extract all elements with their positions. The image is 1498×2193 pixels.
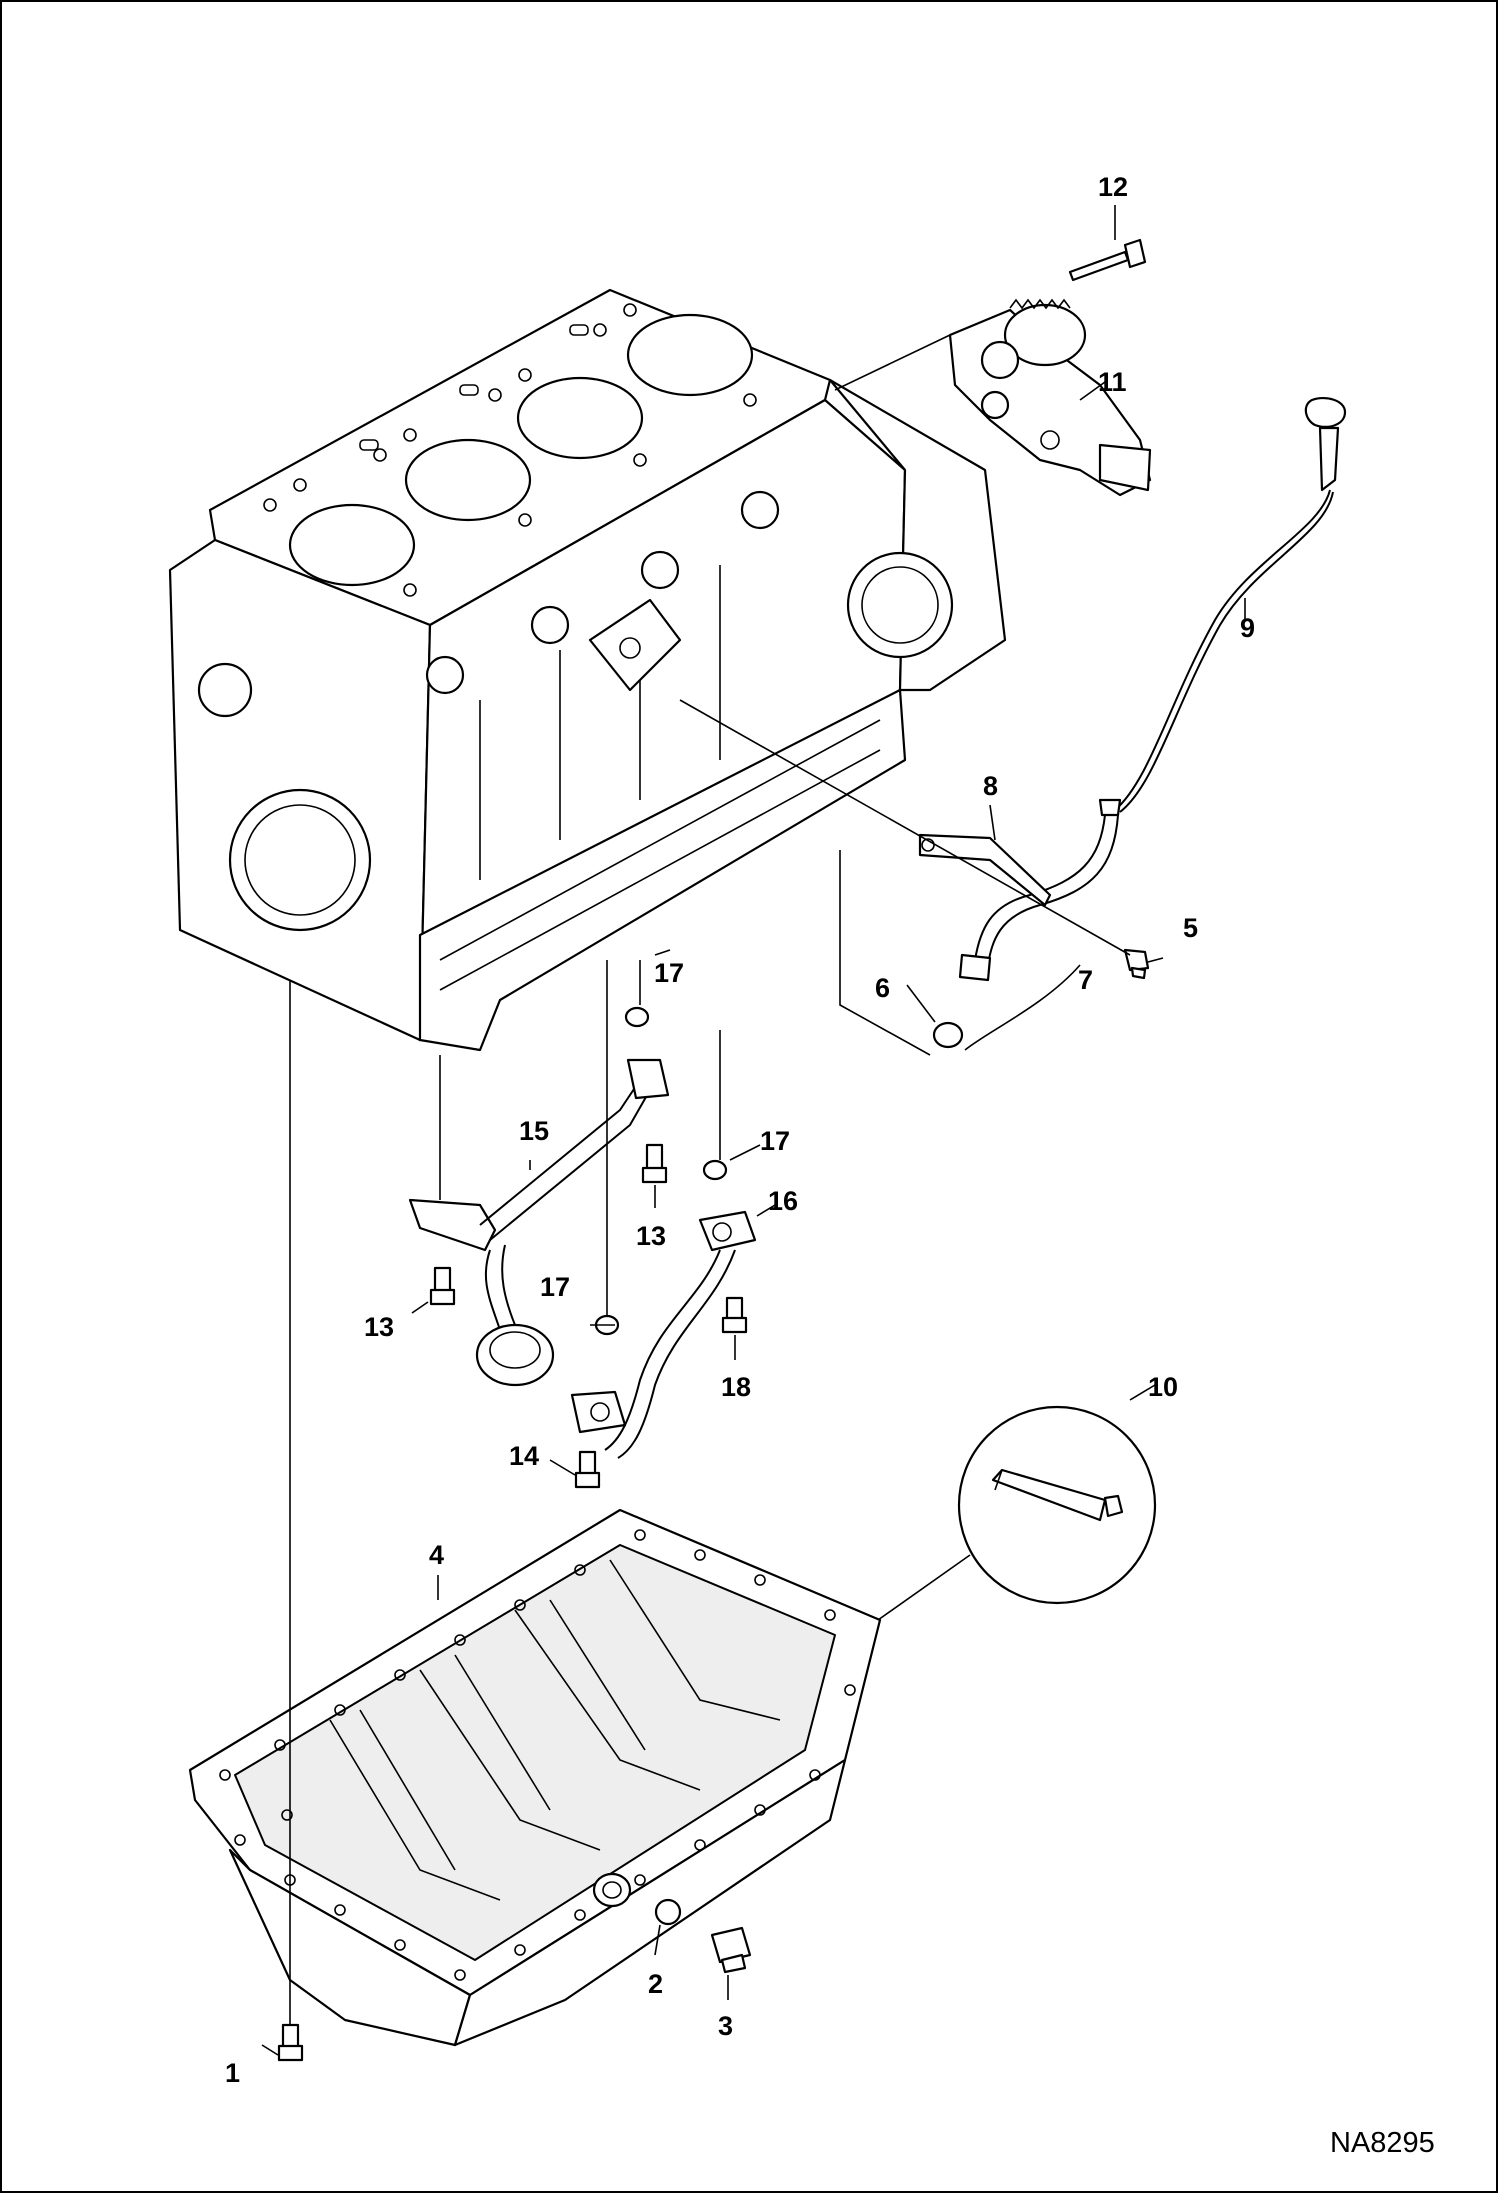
callout-labels: 12 11 9 8 5 6 7 17 17 17 15 13 13 16 18 … — [225, 172, 1255, 2088]
leader-lines — [261, 205, 1246, 2056]
callout-9: 9 — [1240, 613, 1255, 643]
bolt-13a — [641, 1143, 668, 1184]
oil-strainer — [408, 1058, 670, 1387]
pump-bolt — [1068, 238, 1147, 282]
callout-4: 4 — [429, 1540, 444, 1570]
callout-12: 12 — [1098, 172, 1128, 202]
callout-17b: 17 — [760, 1126, 790, 1156]
o-ring-6 — [932, 1021, 964, 1049]
callout-8: 8 — [983, 771, 998, 801]
callout-7: 7 — [1078, 965, 1093, 995]
callout-2: 2 — [648, 1969, 663, 1999]
callout-13b: 13 — [364, 1312, 394, 1342]
o-ring-17b — [702, 1159, 728, 1181]
oil-pump — [948, 298, 1152, 497]
callout-17a: 17 — [654, 958, 684, 988]
figure-id: NA8295 — [1330, 2127, 1435, 2159]
callout-15: 15 — [519, 1116, 549, 1146]
sealant-tube — [957, 1405, 1157, 1605]
callout-13a: 13 — [636, 1221, 666, 1251]
bolt-14 — [574, 1450, 601, 1489]
oil-pipe — [570, 1210, 757, 1459]
bolt-13b — [429, 1266, 456, 1306]
callout-17c: 17 — [540, 1272, 570, 1302]
bracket-bolt — [1123, 948, 1150, 980]
oil-pan — [188, 1508, 882, 2047]
o-ring-17a — [624, 1006, 650, 1028]
callout-3: 3 — [718, 2011, 733, 2041]
drain-washer — [654, 1898, 682, 1926]
callout-14: 14 — [509, 1441, 539, 1471]
callout-16: 16 — [768, 1186, 798, 1216]
callout-10: 10 — [1148, 1372, 1178, 1402]
callout-1: 1 — [225, 2058, 240, 2088]
callout-11: 11 — [1098, 367, 1127, 397]
drain-plug — [710, 1926, 752, 1974]
bolt-1 — [277, 2023, 304, 2062]
callout-5: 5 — [1183, 913, 1198, 943]
cylinder-block — [168, 288, 1007, 1052]
callout-6: 6 — [875, 973, 890, 1003]
bolt-18 — [721, 1296, 748, 1334]
dipstick — [1114, 396, 1347, 813]
guide-bracket — [918, 833, 1052, 907]
callout-18: 18 — [721, 1372, 751, 1402]
